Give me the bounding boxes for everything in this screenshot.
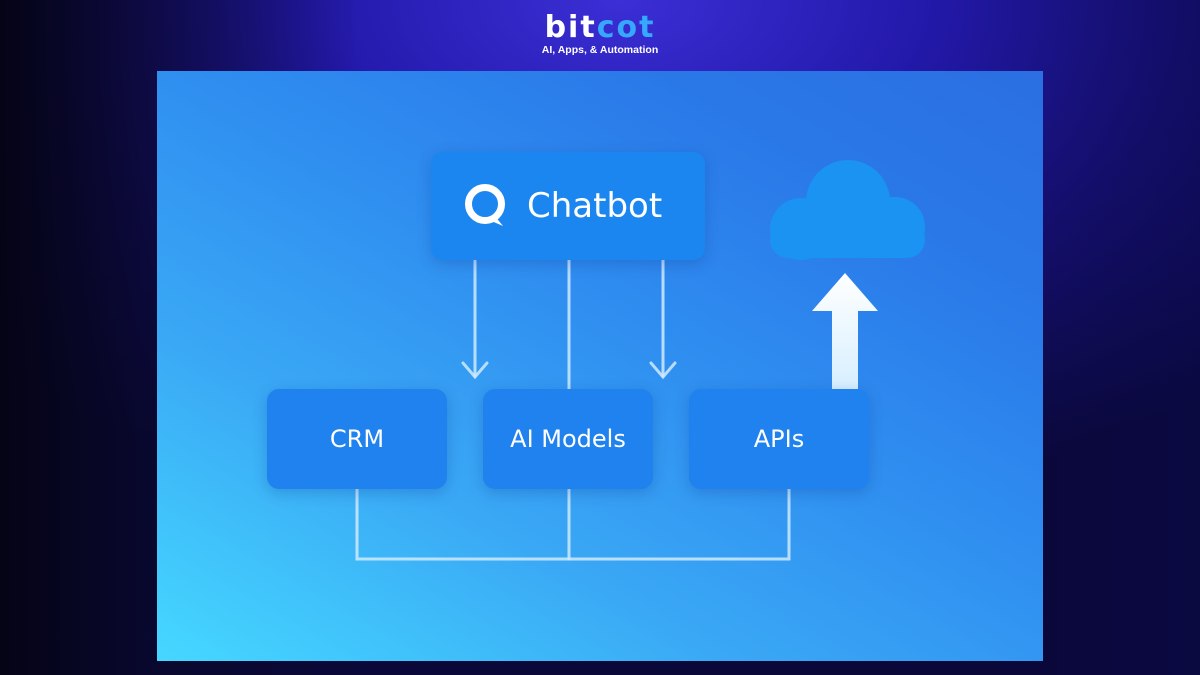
ai-models-label: AI Models [510,425,626,453]
arrowhead-right [649,361,677,380]
up-arrow-icon [812,273,878,389]
diagram-panel: Chatbot CRM AI Models APIs [157,71,1043,661]
brand-logo: bitcot AI, Apps, & Automation [480,12,720,57]
logo-word-part1: bit [544,10,597,45]
chat-bubble-icon [465,184,505,226]
arrowhead-left [461,361,489,380]
logo-wordmark: bitcot [480,12,720,44]
connector-layer [355,160,925,561]
logo-word-part2: cot [596,10,656,45]
crm-node: CRM [267,389,447,489]
chatbot-label: Chatbot [527,186,663,226]
bottom-bracket [355,487,791,561]
chatbot-node: Chatbot [431,152,705,260]
cloud-icon [770,160,925,260]
crm-label: CRM [329,425,385,453]
apis-label: APIs [753,425,805,453]
apis-node: APIs [689,389,869,489]
logo-tagline: AI, Apps, & Automation [541,44,659,56]
ai-models-node: AI Models [483,389,653,489]
